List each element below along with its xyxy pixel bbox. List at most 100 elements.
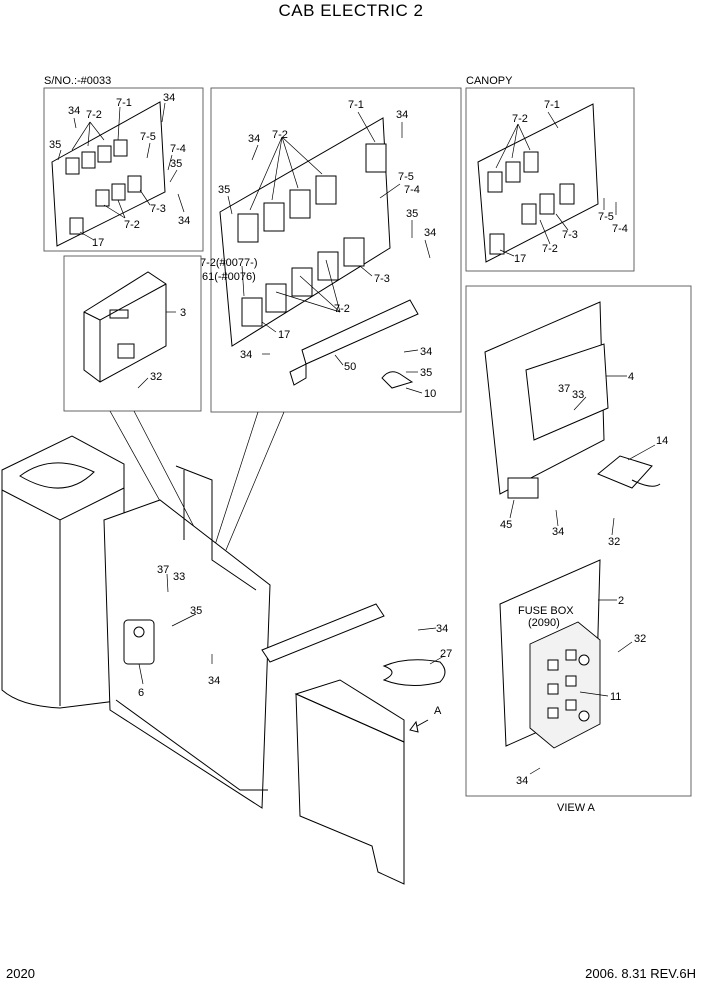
callout-c-72a: 7-2 <box>512 113 528 125</box>
callout-u-32: 32 <box>150 371 162 383</box>
callout-v-33: 33 <box>572 389 584 401</box>
callout-b-34a: 34 <box>436 623 448 635</box>
callout-m-72a: 7-2 <box>272 129 288 141</box>
view-a-frame <box>465 285 692 797</box>
serial-panel-frame <box>43 87 204 252</box>
callout-m-35c: 35 <box>420 367 432 379</box>
callout-s-34a: 34 <box>68 105 80 117</box>
bracket-50-foot <box>289 363 307 386</box>
serial-relay-plate <box>51 101 166 247</box>
callout-s-35b: 35 <box>170 158 182 170</box>
main-relay-plate <box>219 117 391 347</box>
callout-c-75: 7-5 <box>598 211 614 223</box>
canopy-label: CANOPY <box>466 75 513 87</box>
callout-c-71: 7-1 <box>544 99 560 111</box>
clip-10 <box>381 371 414 389</box>
serial-relays <box>65 139 142 235</box>
callout-m-34c: 34 <box>424 227 436 239</box>
fuse-box-2 <box>529 621 601 749</box>
unit-4 <box>525 343 609 441</box>
callout-u-3: 3 <box>180 307 186 319</box>
view-a-panel: 4 37 33 14 45 34 32 FUSE BOX (2090) 2 32… <box>465 285 692 814</box>
callout-b-33: 33 <box>173 571 185 583</box>
callout-b-34b: 34 <box>208 675 220 687</box>
part-14 <box>597 455 653 489</box>
callout-m-75: 7-5 <box>398 171 414 183</box>
callout-v-2: 2 <box>618 595 624 607</box>
callout-m-72c: 7-2(#0077-) <box>200 257 257 269</box>
serial-label: S/NO.:-#0033 <box>44 75 111 87</box>
callout-c-74: 7-4 <box>612 223 628 235</box>
callout-m-34d: 34 <box>240 349 252 361</box>
callout-m-74: 7-4 <box>404 184 420 196</box>
callout-v-4: 4 <box>628 371 634 383</box>
callout-m-72b: 7-2 <box>334 303 350 315</box>
callout-s-71: 7-1 <box>116 97 132 109</box>
canopy-panel-frame <box>465 87 635 272</box>
callout-b-37: 37 <box>157 564 169 576</box>
main-panel-frame <box>210 87 462 413</box>
callout-m-10: 10 <box>424 388 436 400</box>
controller-panel-frame <box>63 255 202 412</box>
callout-v-37: 37 <box>558 383 570 395</box>
callout-m-71: 7-1 <box>348 99 364 111</box>
part-45 <box>507 477 539 499</box>
callout-s-34c: 34 <box>178 215 190 227</box>
revision-stamp: 2006. 8.31 REV.6H <box>585 966 696 981</box>
fuse-box-part-label: (2090) <box>528 617 560 629</box>
bracket-50 <box>301 299 419 365</box>
callout-s-73: 7-3 <box>150 203 166 215</box>
controller-panel: 3 32 <box>63 255 202 412</box>
projection-lines <box>109 410 285 556</box>
callout-s-34b: 34 <box>163 92 175 104</box>
fuse-box-fuses <box>547 649 590 722</box>
callout-b-35: 35 <box>190 605 202 617</box>
callout-s-17: 17 <box>92 237 104 249</box>
callout-m-35b: 35 <box>406 208 418 220</box>
controller-unit-3 <box>83 271 167 383</box>
part-27 <box>382 659 446 686</box>
arrow-a <box>409 719 429 733</box>
callout-s-74: 7-4 <box>170 143 186 155</box>
callout-m-34b: 34 <box>248 133 260 145</box>
cab-rear-panel <box>295 693 405 885</box>
relay-panel-serial: S/NO.:-#0033 34 7-2 7-1 34 35 7-5 7-4 <box>43 75 204 252</box>
callout-v-34b: 34 <box>516 775 528 787</box>
callout-m-73: 7-3 <box>374 273 390 285</box>
page-number: 2020 <box>6 966 35 981</box>
callout-c-73: 7-3 <box>562 229 578 241</box>
callout-v-32b: 32 <box>634 633 646 645</box>
callout-b-27: 27 <box>440 648 452 660</box>
callout-s-72b: 7-2 <box>124 219 140 231</box>
main-relays <box>237 143 387 327</box>
relay-panel-canopy: CANOPY 7-1 7-2 7-5 7-4 7-3 7-2 17 <box>465 75 635 272</box>
callout-m-50: 50 <box>344 361 356 373</box>
callout-c-17: 17 <box>514 253 526 265</box>
canopy-relay-plate <box>477 103 599 263</box>
view-a-label: VIEW A <box>557 802 596 814</box>
fuse-box-label: FUSE BOX <box>518 605 574 617</box>
cab-rail <box>261 603 385 663</box>
arrow-a-label: A <box>434 705 442 717</box>
callout-v-14: 14 <box>656 435 668 447</box>
canopy-relays <box>487 151 575 255</box>
cab-assembly: 37 33 35 34 27 34 6 A <box>1 435 452 885</box>
callout-m-17: 17 <box>278 329 290 341</box>
relay-panel-main: 7-1 34 34 7-2 7-5 7-4 35 35 34 7-2(#0077… <box>200 87 462 413</box>
callout-m-34e: 34 <box>420 346 432 358</box>
callout-s-75: 7-5 <box>140 131 156 143</box>
callout-v-45: 45 <box>500 519 512 531</box>
callout-b-6: 6 <box>138 687 144 699</box>
page-title: CAB ELECTRIC 2 <box>279 1 424 20</box>
callout-s-35a: 35 <box>49 139 61 151</box>
callout-c-72b: 7-2 <box>542 243 558 255</box>
callout-m-34a: 34 <box>396 109 408 121</box>
callout-m-61: 61(-#0076) <box>202 271 256 283</box>
callout-m-35a: 35 <box>218 184 230 196</box>
cab-side-panel <box>103 499 271 809</box>
callout-s-72a: 7-2 <box>86 109 102 121</box>
callout-v-11: 11 <box>610 691 621 703</box>
callout-v-34a: 34 <box>552 526 564 538</box>
callout-v-32a: 32 <box>608 536 620 548</box>
